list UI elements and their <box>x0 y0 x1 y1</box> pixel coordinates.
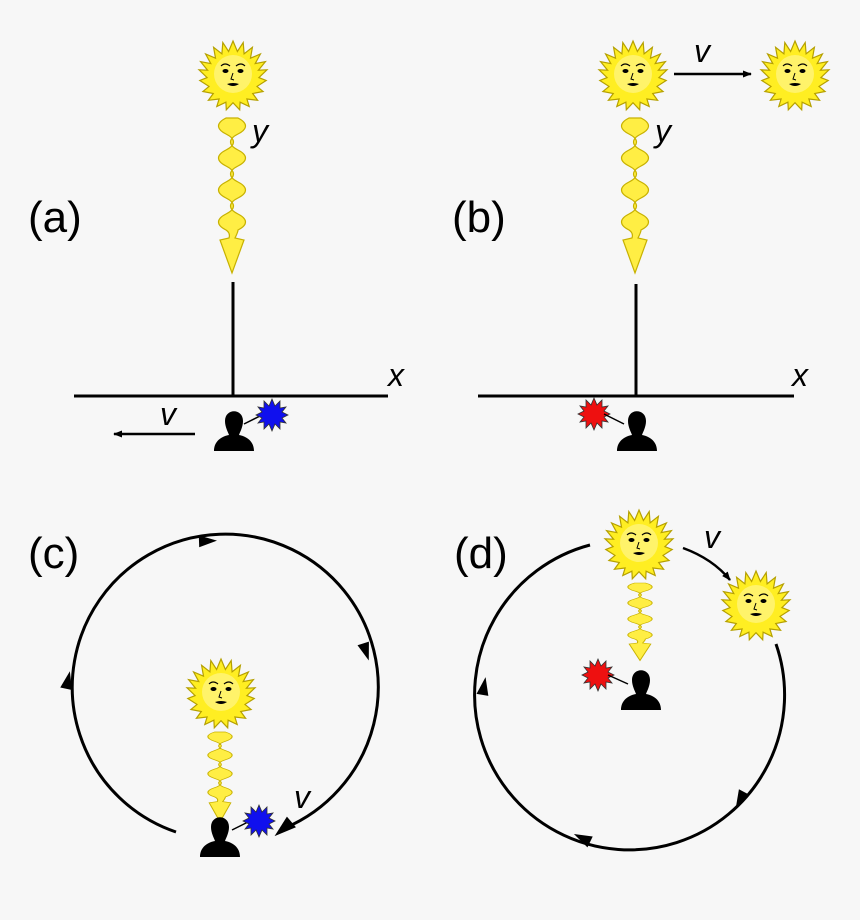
wave-label: y <box>653 113 673 149</box>
wave-label: y <box>250 113 270 149</box>
panel-a: (a) y x v <box>28 41 405 451</box>
blue-star-icon <box>243 805 275 837</box>
x-axis-label: x <box>790 357 809 393</box>
observer-head-icon <box>214 411 254 451</box>
observer-sightline <box>604 414 624 424</box>
sun-face-icon <box>599 41 667 110</box>
sun-face-icon <box>187 659 255 728</box>
observer-head-icon <box>621 670 661 710</box>
panel-label: (c) <box>28 529 79 578</box>
x-axis-label: x <box>386 357 405 393</box>
panel-label: (b) <box>452 193 506 242</box>
blue-star-icon <box>256 399 288 431</box>
orbit-arrowhead-icon <box>730 789 749 811</box>
observer-head-icon <box>200 817 240 857</box>
panel-label: (d) <box>454 529 508 578</box>
velocity-label: v <box>704 519 722 555</box>
panel-c: (c) v <box>28 529 378 857</box>
sun-face-icon <box>605 510 673 579</box>
panel-d: (d) v <box>454 510 790 850</box>
light-wave-arrow-icon <box>208 732 232 822</box>
sun-face-icon <box>199 41 267 110</box>
sun-face-icon <box>722 571 790 640</box>
sun-face-icon <box>761 41 829 110</box>
observer-head-icon <box>617 411 657 451</box>
light-wave-arrow-icon <box>219 118 246 273</box>
light-wave-arrow-icon <box>628 583 652 661</box>
light-wave-arrow-icon <box>622 118 649 273</box>
panel-label: (a) <box>28 193 82 242</box>
velocity-label: v <box>160 396 178 432</box>
panel-b: (b) v y x <box>452 33 829 451</box>
velocity-label: v <box>694 33 712 69</box>
orbit-arrowhead-icon <box>477 676 492 696</box>
velocity-label: v <box>294 779 312 815</box>
